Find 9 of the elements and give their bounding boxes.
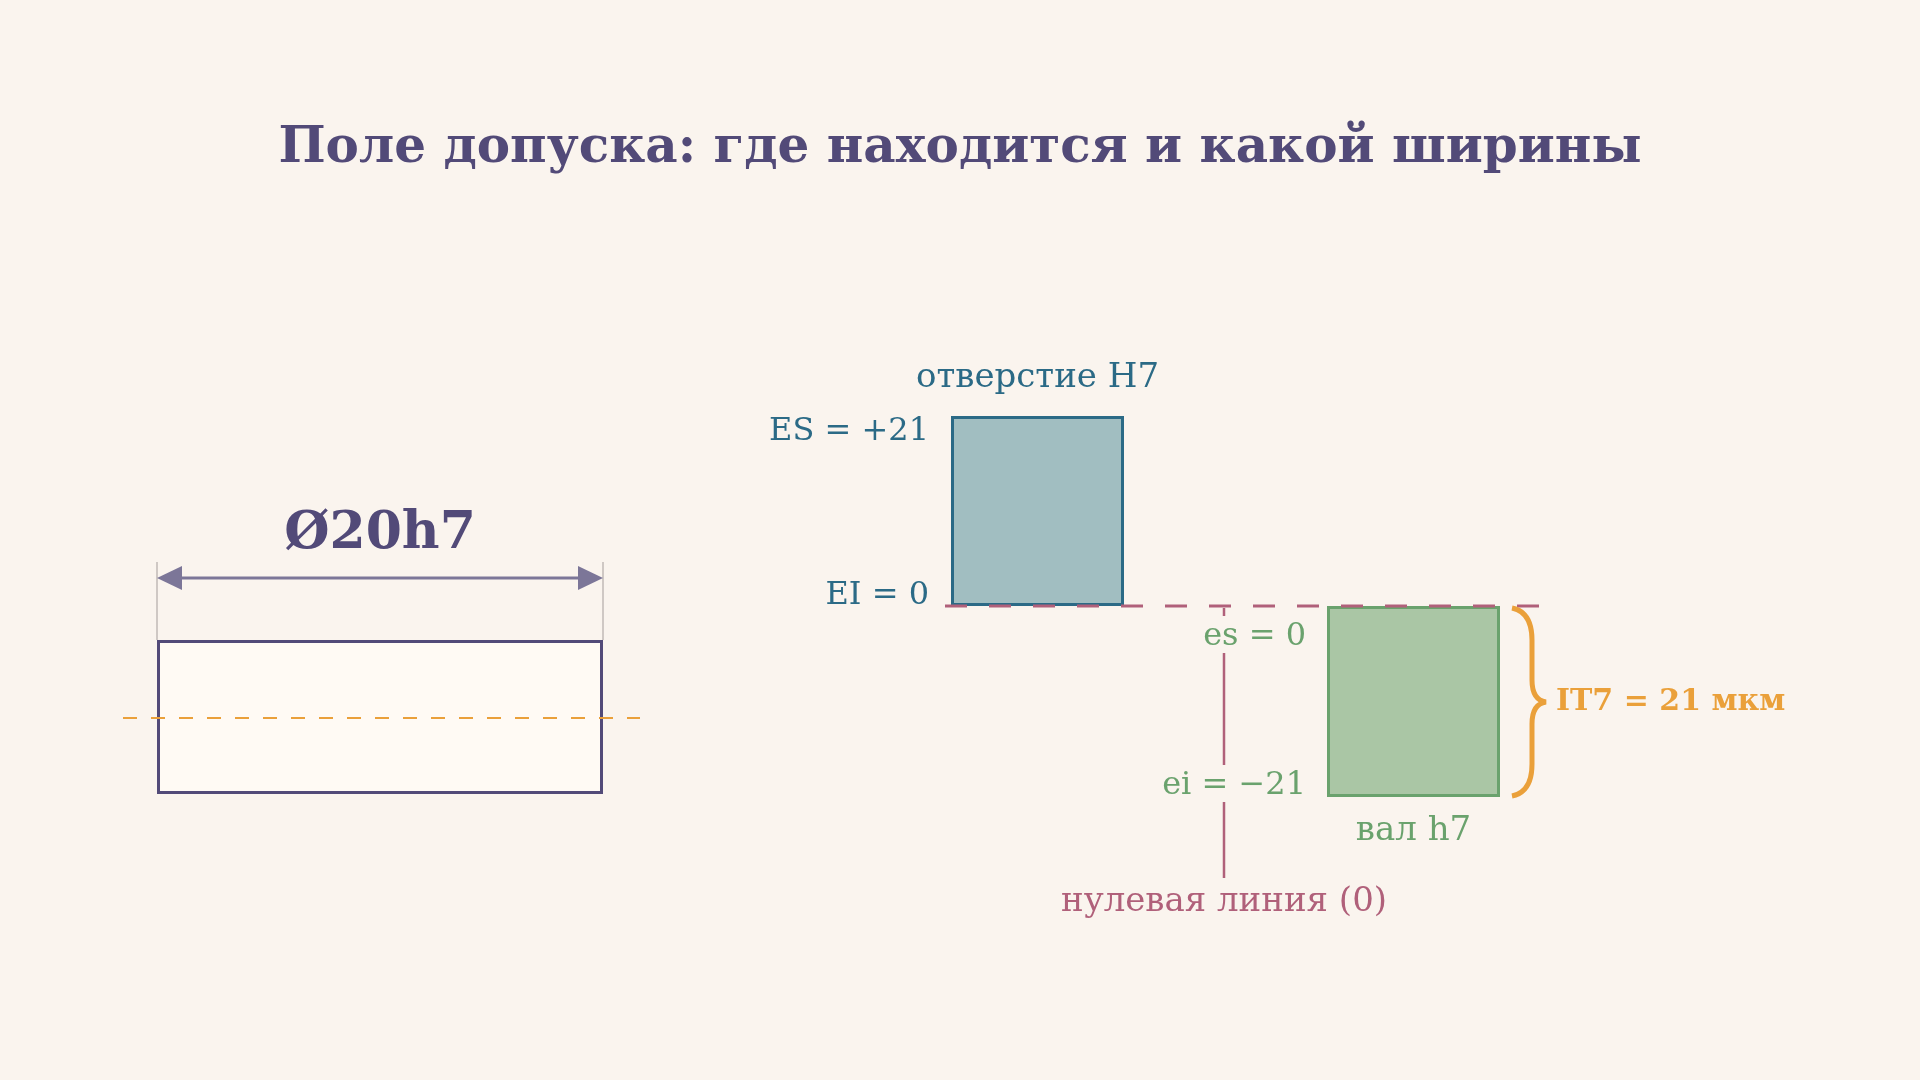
tolerance-width-label: IT7 = 21 мкм	[1556, 683, 1786, 718]
title: Поле допуска: где находится и какой ширины	[277, 116, 1643, 174]
zero-line-label: нулевая линия (0)	[1060, 880, 1388, 920]
zone-label: вал h7	[1354, 809, 1473, 849]
shaft-tolerance-zone	[1327, 606, 1500, 797]
hole-tolerance-zone	[951, 416, 1124, 606]
zone-label: отверстие H7	[915, 356, 1160, 396]
dimension-label: Ø20h7	[283, 500, 477, 560]
part-rectangle	[157, 640, 603, 794]
